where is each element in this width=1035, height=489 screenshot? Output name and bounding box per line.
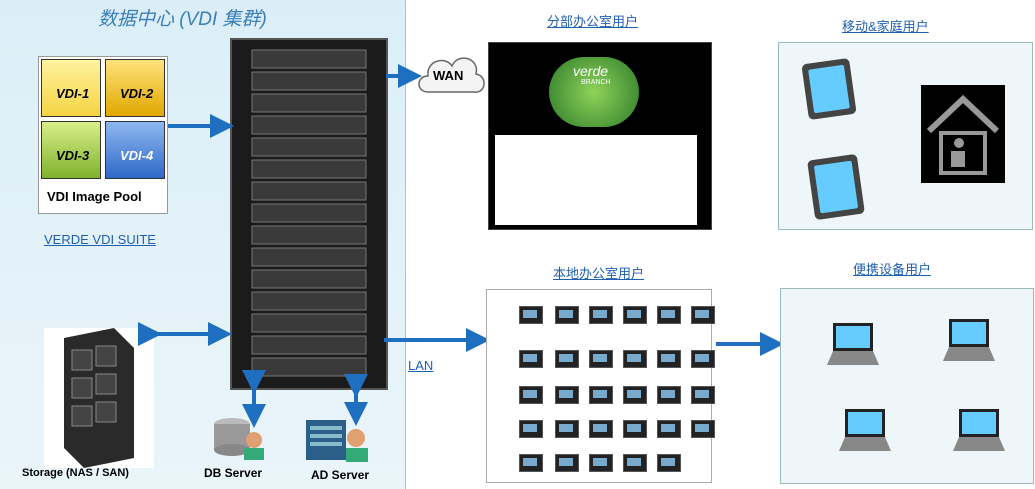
ad-server-icon: [300, 414, 374, 466]
desktop-icon[interactable]: [519, 386, 543, 404]
pool-label: VDI Image Pool: [47, 189, 142, 204]
desktop-icon[interactable]: [657, 350, 681, 368]
storage-icon: [64, 328, 134, 468]
desktop-icon[interactable]: [555, 420, 579, 438]
rack-units-icon: [251, 49, 367, 377]
laptop-icon[interactable]: [943, 317, 999, 365]
local-panel: [486, 289, 715, 483]
wan-label: WAN: [433, 68, 464, 83]
desktop-icon[interactable]: [623, 420, 647, 438]
verde-suite-link[interactable]: VERDE VDI SUITE: [44, 232, 156, 247]
desktop-icon[interactable]: [589, 350, 613, 368]
portable-panel: [780, 288, 1034, 484]
desktop-icon[interactable]: [657, 386, 681, 404]
ad-server-label: AD Server: [311, 468, 370, 482]
branch-title: 分部办公室用户: [547, 14, 639, 29]
desktop-icon[interactable]: [623, 350, 647, 368]
branch-panel: verde BRANCH: [488, 42, 712, 230]
desktop-icon[interactable]: [657, 420, 681, 438]
mobile-title: 移动&家庭用户: [842, 19, 929, 34]
desktop-icon[interactable]: [623, 306, 647, 324]
desktop-icon[interactable]: [519, 306, 543, 324]
desktop-icon[interactable]: [589, 420, 613, 438]
home-user-icon: [921, 85, 1005, 183]
local-title: 本地办公室用户: [553, 266, 645, 281]
db-server-icon: [210, 414, 266, 462]
mobile-panel: [778, 42, 1033, 230]
vdi-2-tile[interactable]: VDI-2: [105, 59, 165, 117]
datacenter-title: 数据中心 (VDI 集群): [98, 9, 267, 30]
db-server-label: DB Server: [204, 466, 263, 480]
laptop-icon[interactable]: [839, 407, 895, 455]
vdi-1-label: VDI-1: [56, 86, 90, 101]
portable-title: 便携设备用户: [853, 262, 932, 277]
desktop-icon[interactable]: [555, 386, 579, 404]
desktop-icon[interactable]: [519, 350, 543, 368]
vdi-image-pool: VDI-1 VDI-2 VDI-3 VDI-4 VDI Image Pool: [38, 56, 168, 214]
wan-cloud-icon: [414, 48, 488, 102]
laptop-icon[interactable]: [827, 321, 883, 369]
storage-box: [44, 328, 154, 468]
desktop-icon[interactable]: [691, 420, 715, 438]
desktop-icon[interactable]: [623, 386, 647, 404]
verde-logo-sub: BRANCH: [581, 79, 611, 86]
desktop-icon[interactable]: [555, 306, 579, 324]
vdi-1-tile[interactable]: VDI-1: [41, 59, 101, 117]
vdi-3-tile[interactable]: VDI-3: [41, 121, 101, 179]
laptop-icon[interactable]: [953, 407, 1009, 455]
lan-label[interactable]: LAN: [408, 358, 434, 373]
verde-logo-text: verde: [573, 63, 609, 79]
desktop-icon[interactable]: [691, 350, 715, 368]
server-rack: [230, 38, 388, 390]
tablet-icon[interactable]: [807, 153, 865, 221]
vdi-2-label: VDI-2: [120, 86, 154, 101]
desktop-icon[interactable]: [623, 454, 647, 472]
desktop-icon[interactable]: [519, 420, 543, 438]
storage-label: Storage (NAS / SAN): [22, 467, 129, 479]
desktop-icon[interactable]: [691, 306, 715, 324]
desktop-icon[interactable]: [691, 386, 715, 404]
desktop-icon[interactable]: [589, 386, 613, 404]
desktop-icon[interactable]: [519, 454, 543, 472]
desktop-icon[interactable]: [555, 350, 579, 368]
branch-desktop-grid: [495, 135, 697, 225]
desktop-icon[interactable]: [657, 454, 681, 472]
verde-branch-logo: verde BRANCH: [549, 57, 639, 127]
vdi-4-label: VDI-4: [120, 148, 154, 163]
desktop-icon[interactable]: [589, 306, 613, 324]
vdi-4-tile[interactable]: VDI-4: [105, 121, 165, 179]
desktop-icon[interactable]: [555, 454, 579, 472]
vdi-3-label: VDI-3: [56, 148, 90, 163]
tablet-icon[interactable]: [801, 57, 857, 121]
desktop-icon[interactable]: [657, 306, 681, 324]
desktop-icon[interactable]: [589, 454, 613, 472]
